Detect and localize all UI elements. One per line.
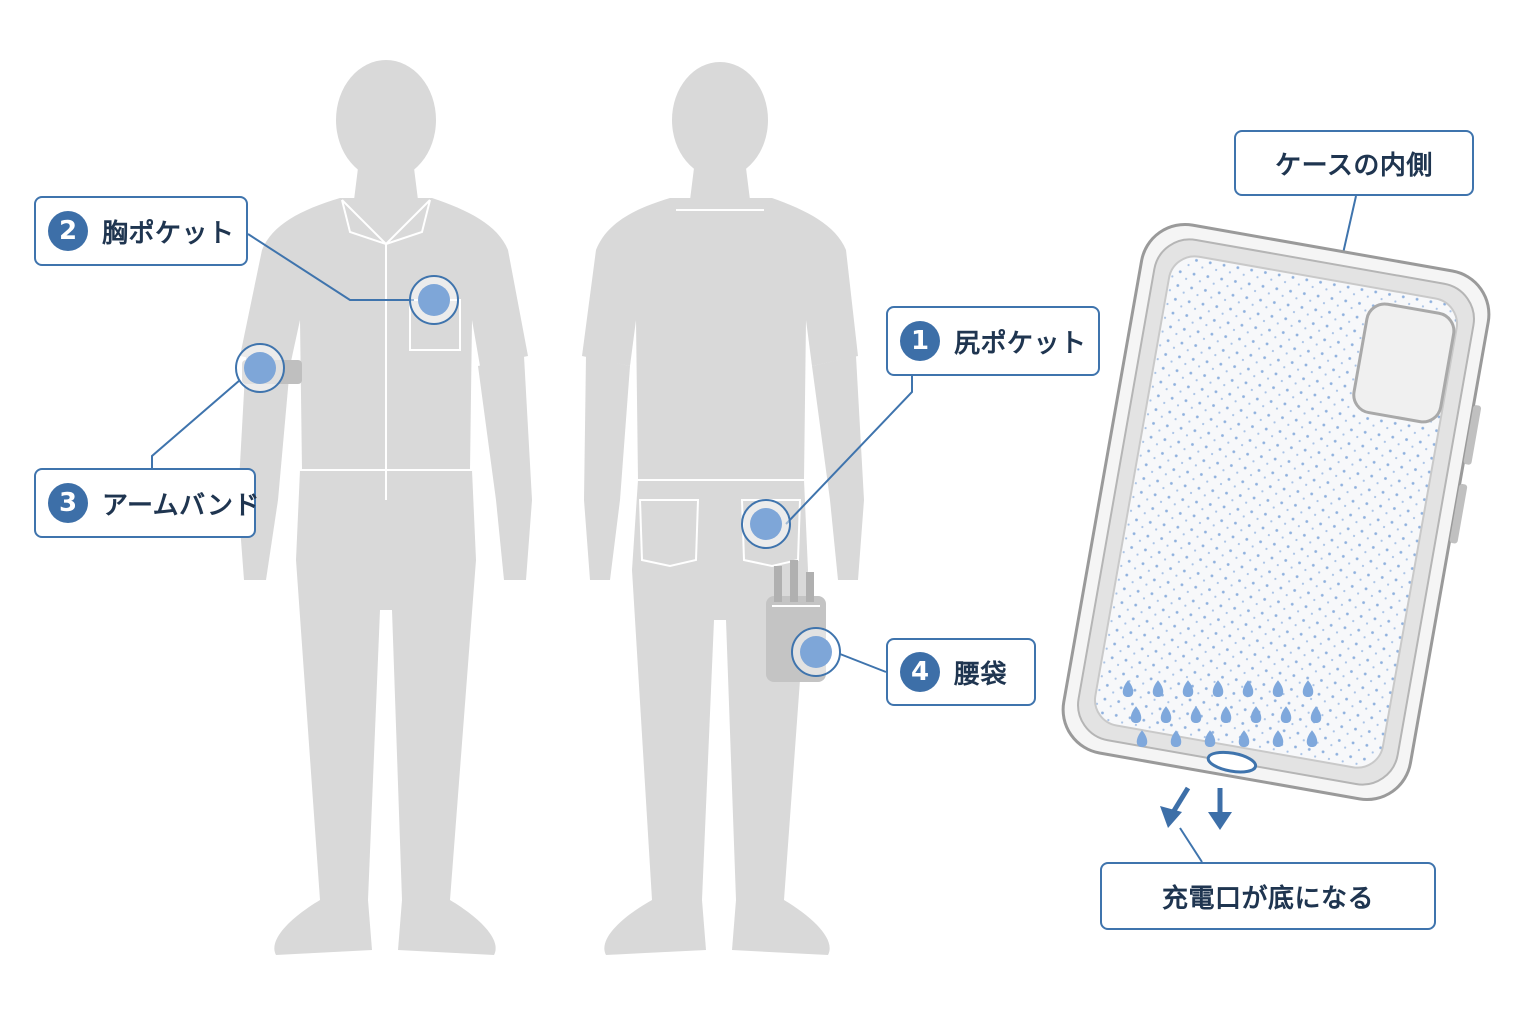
water-droplet	[1280, 706, 1292, 723]
water-droplet	[1136, 730, 1148, 747]
callout-armband: 3 アームバンド	[34, 468, 259, 538]
marker-armband	[235, 343, 285, 393]
water-droplets	[1122, 680, 1322, 747]
water-droplet	[1306, 730, 1318, 747]
water-droplet	[1310, 706, 1322, 723]
back-figure	[582, 62, 864, 955]
callout-charging-port: 充電口が底になる	[1100, 862, 1436, 930]
water-droplet	[1272, 680, 1284, 697]
marker-back-pocket	[741, 499, 791, 549]
callout-label: ケースの内側	[1275, 150, 1433, 181]
callout-chest-pocket: 2 胸ポケット	[34, 196, 248, 266]
badge-number: 4	[900, 652, 940, 692]
back-lines	[638, 209, 804, 568]
badge-number: 2	[48, 211, 88, 251]
callout-label: 尻ポケット	[954, 328, 1087, 359]
water-droplet	[1122, 680, 1134, 697]
callout-label: 腰袋	[954, 659, 1008, 690]
marker-waist-pouch	[791, 627, 841, 677]
water-droplet	[1170, 730, 1182, 747]
water-droplet	[1160, 706, 1172, 723]
water-droplet	[1190, 706, 1202, 723]
callout-label: 充電口が底になる	[1161, 883, 1374, 914]
water-droplet	[1130, 706, 1142, 723]
callout-back-pocket: 1 尻ポケット	[886, 306, 1100, 376]
drain-arrows	[1160, 786, 1232, 830]
water-droplet	[1152, 680, 1164, 697]
callout-case-inside: ケースの内側	[1234, 130, 1474, 196]
front-shirt-lines	[300, 199, 472, 500]
water-droplet	[1220, 706, 1232, 723]
callout-waist-pouch: 4 腰袋	[886, 638, 1036, 706]
water-droplet	[1212, 680, 1224, 697]
water-droplet	[1302, 680, 1314, 697]
location-markers	[235, 275, 841, 677]
badge-number: 1	[900, 321, 940, 361]
front-figure	[238, 60, 532, 955]
marker-chest-pocket	[409, 275, 459, 325]
water-droplet	[1242, 680, 1254, 697]
water-droplet	[1272, 730, 1284, 747]
callout-label: アームバンド	[102, 490, 260, 521]
water-droplet	[1250, 706, 1262, 723]
water-droplet	[1238, 730, 1250, 747]
badge-number: 3	[48, 483, 88, 523]
phone-case	[1061, 222, 1491, 802]
water-droplet	[1182, 680, 1194, 697]
callout-label: 胸ポケット	[102, 218, 235, 249]
water-droplet	[1204, 730, 1216, 747]
